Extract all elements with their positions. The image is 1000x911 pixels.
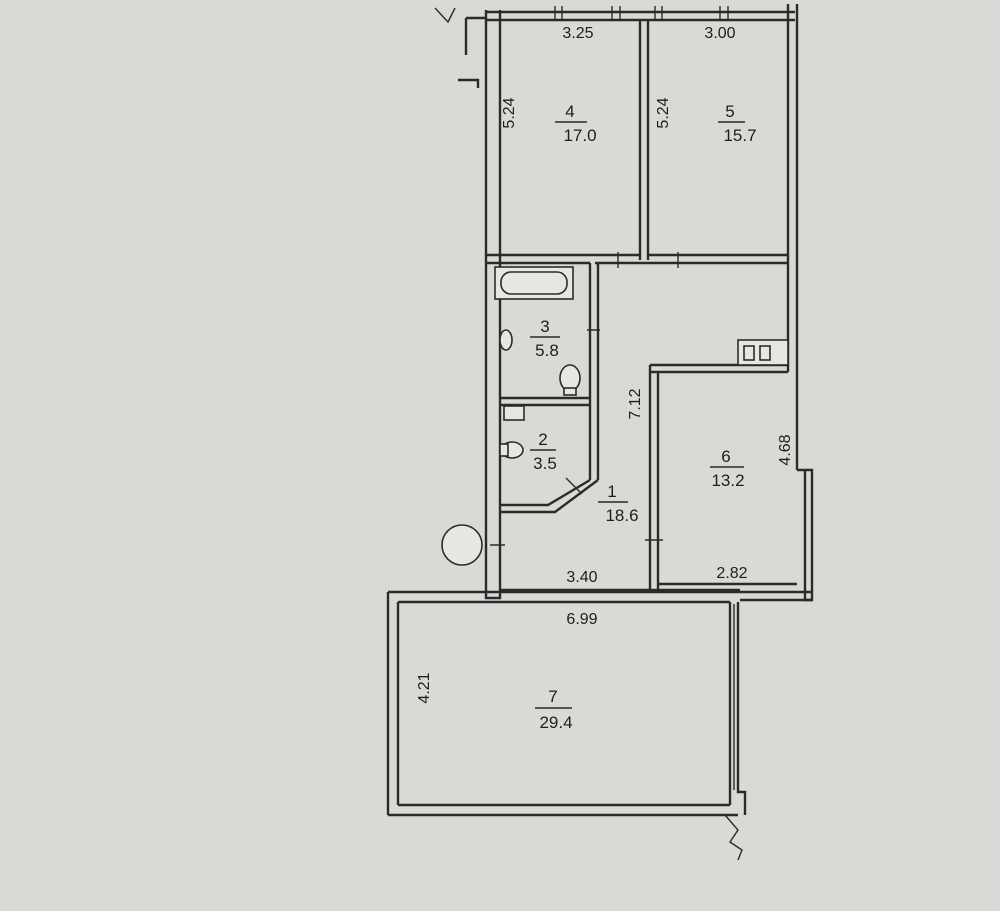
kitchen-unit: [737, 339, 789, 366]
bedroom-walls: [486, 20, 788, 268]
room-7-number: 7: [548, 687, 557, 706]
fixtures: [499, 329, 581, 459]
dim-room6-depth: 4.68: [777, 434, 794, 465]
dim-hall-width: 3.40: [566, 569, 597, 586]
exterior-walls: [434, 4, 814, 602]
room-2-area: 3.5: [533, 454, 557, 473]
room-4-number: 4: [565, 102, 574, 121]
room-1-area: 18.6: [605, 506, 638, 525]
dim-room4-width: 3.25: [562, 25, 593, 42]
room-3-number: 3: [540, 317, 549, 336]
room6-walls: [490, 363, 797, 592]
room-2-number: 2: [538, 430, 547, 449]
dim-room7-depth: 4.21: [416, 672, 433, 703]
bathroom-walls: [500, 263, 600, 514]
room-6-number: 6: [721, 447, 730, 466]
top-windows: [554, 6, 729, 20]
dim-hall-length: 7.12: [627, 388, 644, 419]
room-4-area: 17.0: [563, 126, 596, 145]
room-labels: 4 17.0 5 15.7 3 5.8 2 3.5 1 18.6 6 13.2 …: [530, 102, 757, 732]
room-6-area: 13.2: [711, 471, 744, 490]
room-3-area: 5.8: [535, 341, 559, 360]
dimension-labels: 3.25 3.00 5.24 5.24 7.12 4.68 3.40 2.82 …: [416, 25, 794, 704]
dim-room4-depth: 5.24: [501, 97, 518, 128]
dim-room7-width: 6.99: [566, 611, 597, 628]
dim-room6-width: 2.82: [716, 565, 747, 582]
room-7-area: 29.4: [539, 713, 572, 732]
riser-circle: [441, 524, 483, 566]
balcony-walls: [386, 590, 747, 861]
bathtub-icon: [494, 266, 574, 300]
room-5-number: 5: [725, 102, 734, 121]
dim-room5-depth: 5.24: [655, 97, 672, 128]
room-1-number: 1: [607, 482, 616, 501]
room-5-area: 15.7: [723, 126, 756, 145]
dim-room5-width: 3.00: [704, 25, 735, 42]
